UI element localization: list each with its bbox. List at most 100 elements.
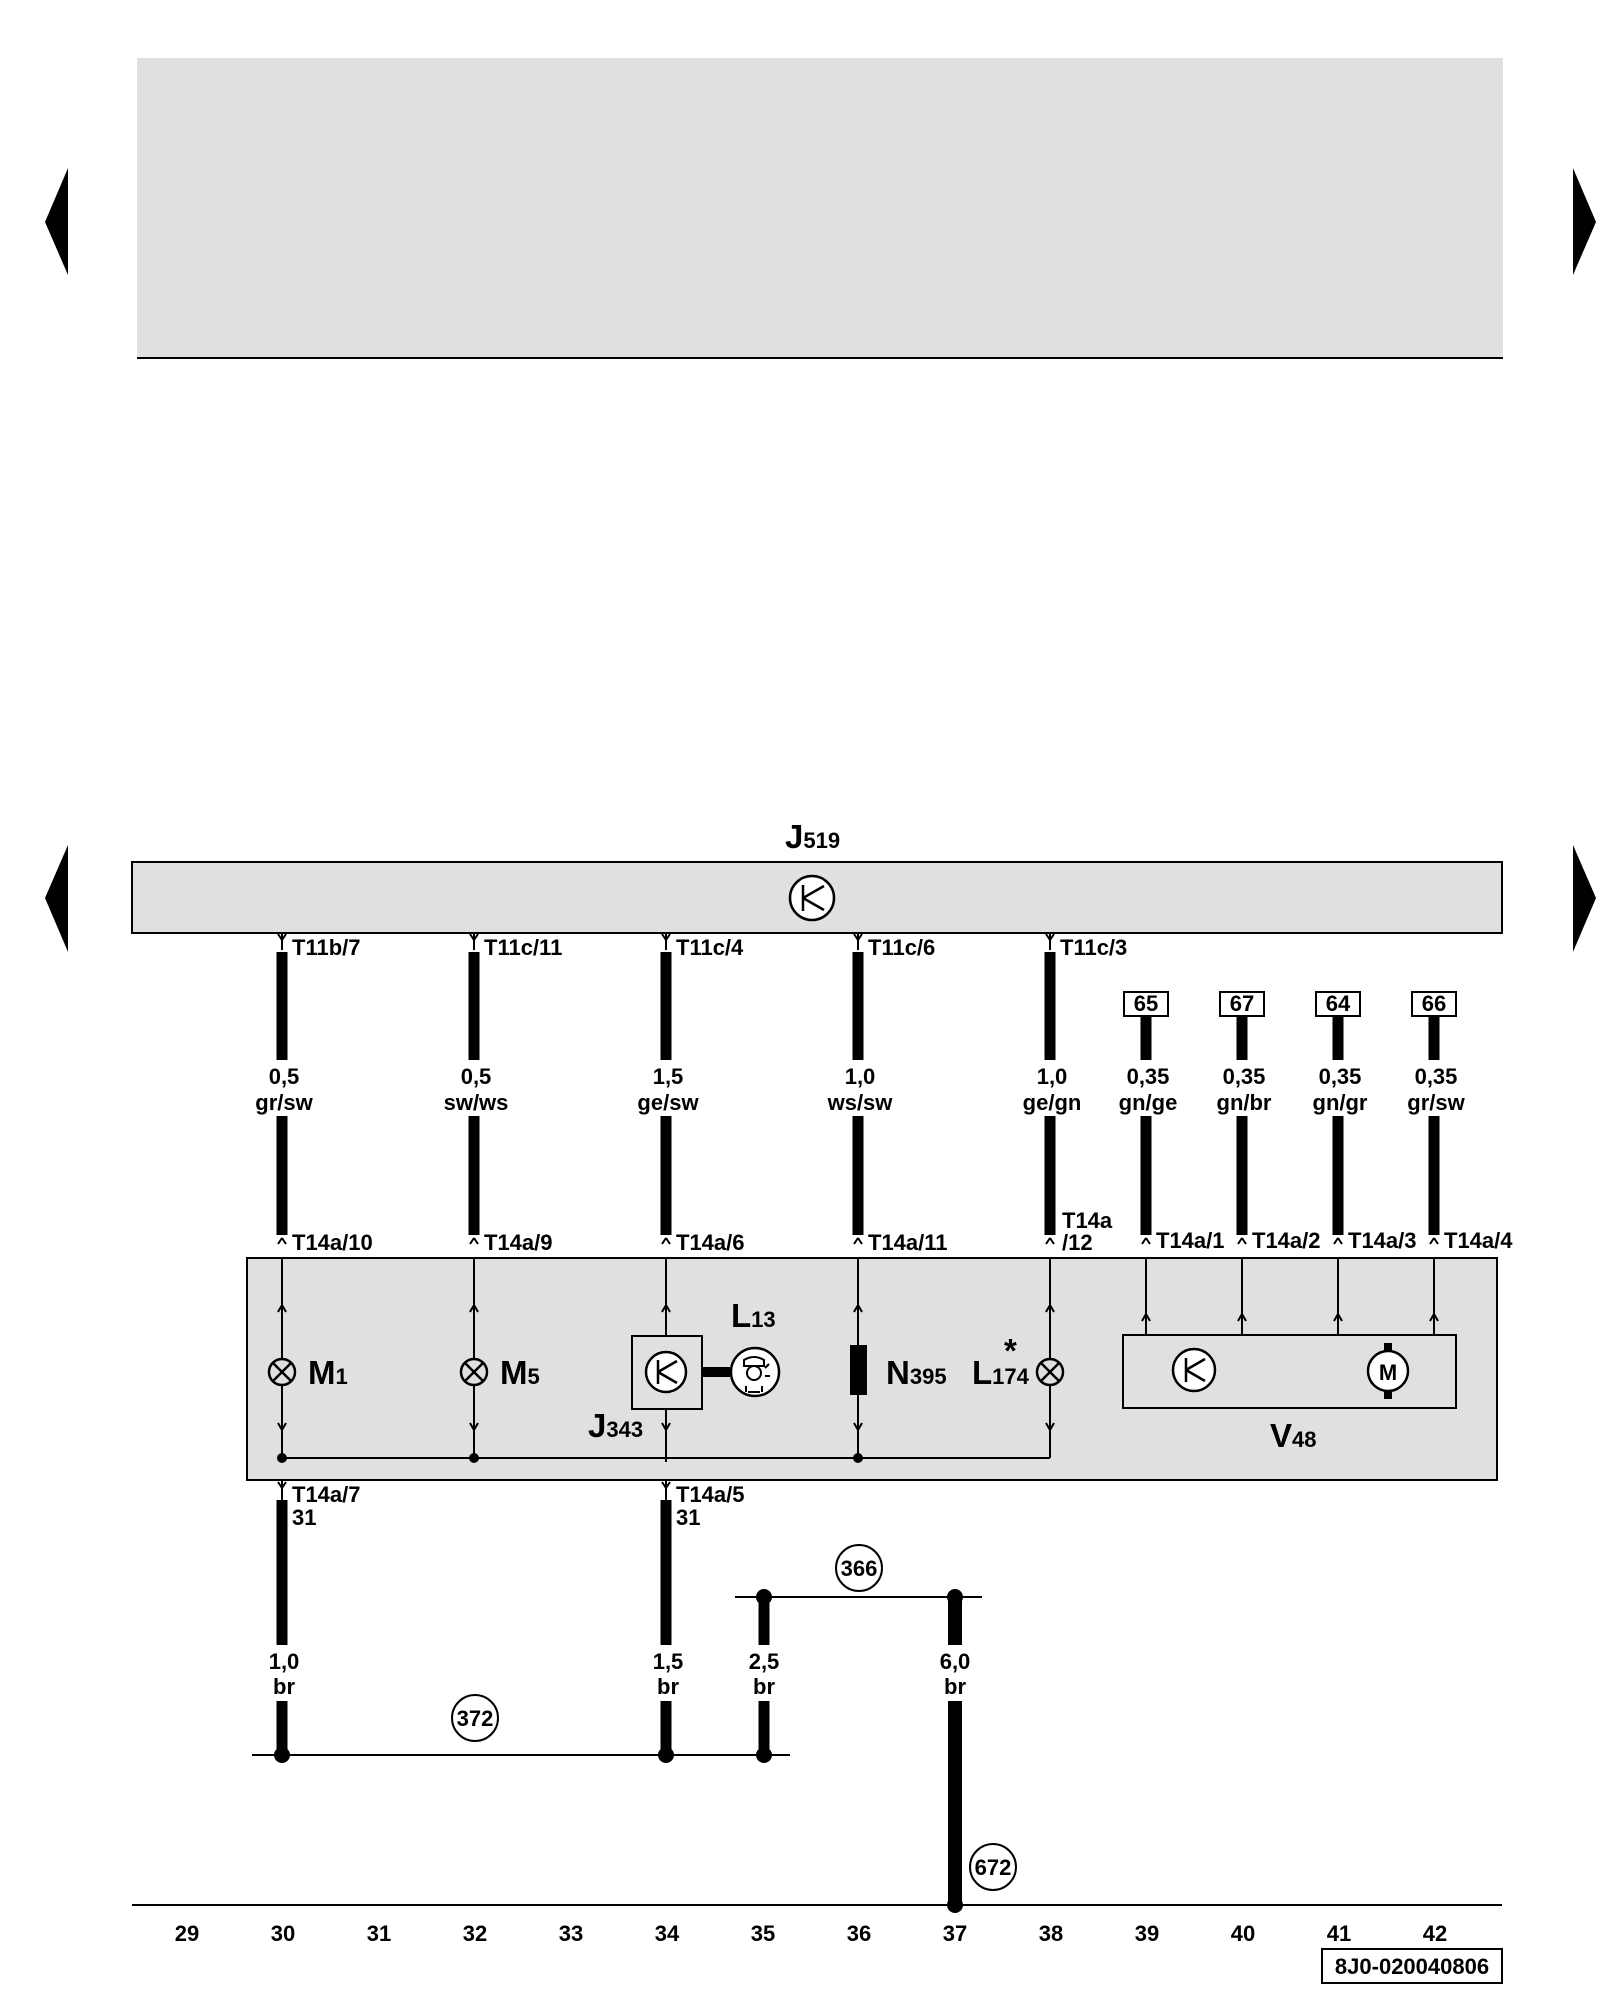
lower-wire-color-30: br xyxy=(273,1674,295,1699)
wire-color-34: ge/sw xyxy=(637,1090,699,1115)
lower-label-bg-30 xyxy=(252,1645,312,1701)
upper-wire-col-41 xyxy=(1332,1016,1344,1245)
top-connector-38: T11c/3 xyxy=(1060,935,1127,960)
ground-point-372-label: 372 xyxy=(457,1706,494,1731)
lower-wire-size-37: 6,0 xyxy=(940,1649,971,1674)
top-connector-32: T11c/11 xyxy=(484,935,562,960)
wire-color-42: gr/sw xyxy=(1407,1090,1465,1115)
track-number: 37 xyxy=(943,1921,967,1946)
upper-wire-col-42 xyxy=(1428,1016,1440,1245)
ground-point-372-marker[interactable] xyxy=(451,1694,499,1742)
ground-366-dot-35 xyxy=(756,1589,772,1605)
j343-transistor-icon xyxy=(644,1350,688,1394)
ground-point-366-label: 366 xyxy=(841,1556,878,1581)
wire-color-32: sw/ws xyxy=(444,1090,509,1115)
junction-dot-30 xyxy=(277,1453,287,1463)
wire-color-38: ge/gn xyxy=(1023,1090,1082,1115)
junction-dot-36 xyxy=(853,1453,863,1463)
wire-size-36: 1,0 xyxy=(845,1064,876,1089)
lower-label-bg-37 xyxy=(925,1645,985,1701)
reference-box-65[interactable] xyxy=(1123,991,1169,1017)
reference-box-67-label: 67 xyxy=(1230,991,1254,1016)
top-connector-36: T11c/6 xyxy=(868,935,935,960)
upper-wire-labels xyxy=(250,1060,1466,1116)
track-number: 39 xyxy=(1135,1921,1159,1946)
svg-text:M: M xyxy=(1379,1360,1397,1385)
ground-connector-34-terminal: 31 xyxy=(676,1505,700,1530)
reference-box-65-label: 65 xyxy=(1134,991,1158,1016)
nav-right-arrow-bottom[interactable] xyxy=(1573,845,1596,952)
wire-size-41: 0,35 xyxy=(1319,1064,1362,1089)
v48-connector-4: T14a/4 xyxy=(1444,1228,1513,1253)
track-number: 42 xyxy=(1423,1921,1447,1946)
j343-l13-link xyxy=(702,1367,730,1377)
lamp-connector-32: T14a/9 xyxy=(484,1230,553,1255)
lower-label-bg-35 xyxy=(734,1645,794,1701)
track-number: 30 xyxy=(271,1921,295,1946)
l174-connector-line2: /12 xyxy=(1062,1230,1093,1255)
track-number: 31 xyxy=(367,1921,391,1946)
l174-footnote-star: * xyxy=(1004,1332,1017,1369)
resistor-n395-label: N395 xyxy=(886,1354,947,1391)
lamp-connector-36: T14a/11 xyxy=(868,1230,948,1255)
reference-box-66-label: 66 xyxy=(1422,991,1446,1016)
previous-section-panel xyxy=(137,58,1503,358)
v48-connector-3: T14a/3 xyxy=(1348,1228,1417,1253)
track-number: 29 xyxy=(175,1921,199,1946)
control-unit-transistor-icon xyxy=(788,874,836,922)
bulb-m5-icon xyxy=(459,1357,489,1387)
nav-left-arrow-bottom[interactable] xyxy=(45,845,68,952)
motor-unit-v48-label: V48 xyxy=(1270,1417,1317,1454)
v48-connector-2: T14a/2 xyxy=(1252,1228,1321,1253)
upper-wire-col-40 xyxy=(1236,1016,1248,1245)
wire-color-39: gn/ge xyxy=(1119,1090,1178,1115)
track-numbers: 29 30 31 32 33 34 35 36 37 38 39 40 41 4… xyxy=(175,1921,1447,1946)
bulb-m1-label: M1 xyxy=(308,1354,348,1391)
ground-366-dot-37 xyxy=(947,1589,963,1605)
headlamp-l13-label: L13 xyxy=(731,1297,776,1334)
track-number: 32 xyxy=(463,1921,487,1946)
lower-wire-size-34: 1,5 xyxy=(653,1649,684,1674)
motor-icon: M xyxy=(1366,1343,1410,1399)
reference-box-64[interactable] xyxy=(1315,991,1361,1017)
bulb-m1-icon xyxy=(267,1357,297,1387)
ground-connector-34-pin: T14a/5 xyxy=(676,1482,745,1507)
l174-connector-line1: T14a xyxy=(1062,1208,1113,1233)
ground-connector-30-terminal: 31 xyxy=(292,1505,316,1530)
control-unit-j343-label: J343 xyxy=(588,1407,643,1444)
ground-point-672-label: 672 xyxy=(975,1855,1012,1880)
top-connector-34: T11c/4 xyxy=(676,935,744,960)
diagram-code-box xyxy=(1321,1948,1503,1984)
ground-wire-34 xyxy=(660,1480,672,1755)
ground-point-366-marker[interactable] xyxy=(835,1544,883,1592)
nav-right-arrow-top[interactable] xyxy=(1573,168,1596,275)
reference-box-66[interactable] xyxy=(1411,991,1457,1017)
v48-transistor-icon xyxy=(1171,1347,1217,1393)
wire-size-34: 1,5 xyxy=(653,1064,684,1089)
v48-connector-1: T14a/1 xyxy=(1156,1228,1225,1253)
lower-wire-size-35: 2,5 xyxy=(749,1649,780,1674)
track-number: 35 xyxy=(751,1921,775,1946)
track-number: 38 xyxy=(1039,1921,1063,1946)
resistor-n395-icon xyxy=(850,1345,867,1395)
ground-372-dot-34 xyxy=(658,1747,674,1763)
bulb-m5-label: M5 xyxy=(500,1354,540,1391)
ground-wire-30 xyxy=(276,1480,288,1755)
headlamp-l13-icon xyxy=(729,1346,781,1398)
wire-size-30: 0,5 xyxy=(269,1064,300,1089)
ground-point-672-marker[interactable] xyxy=(969,1843,1017,1891)
lamp-connector-30: T14a/10 xyxy=(292,1230,373,1255)
track-number: 36 xyxy=(847,1921,871,1946)
upper-wire-col-39 xyxy=(1140,1016,1152,1245)
bulb-l174-icon xyxy=(1035,1357,1065,1387)
wire-size-32: 0,5 xyxy=(461,1064,492,1089)
control-unit-label: J519 xyxy=(785,818,840,855)
nav-left-arrow-top[interactable] xyxy=(45,168,68,275)
reference-box-67[interactable] xyxy=(1219,991,1265,1017)
ground-372-dot-35 xyxy=(756,1747,772,1763)
track-number: 33 xyxy=(559,1921,583,1946)
lower-label-bg-34 xyxy=(636,1645,696,1701)
reference-box-64-label: 64 xyxy=(1326,991,1351,1016)
diagram-code: 8J0-020040806 xyxy=(1335,1954,1489,1979)
